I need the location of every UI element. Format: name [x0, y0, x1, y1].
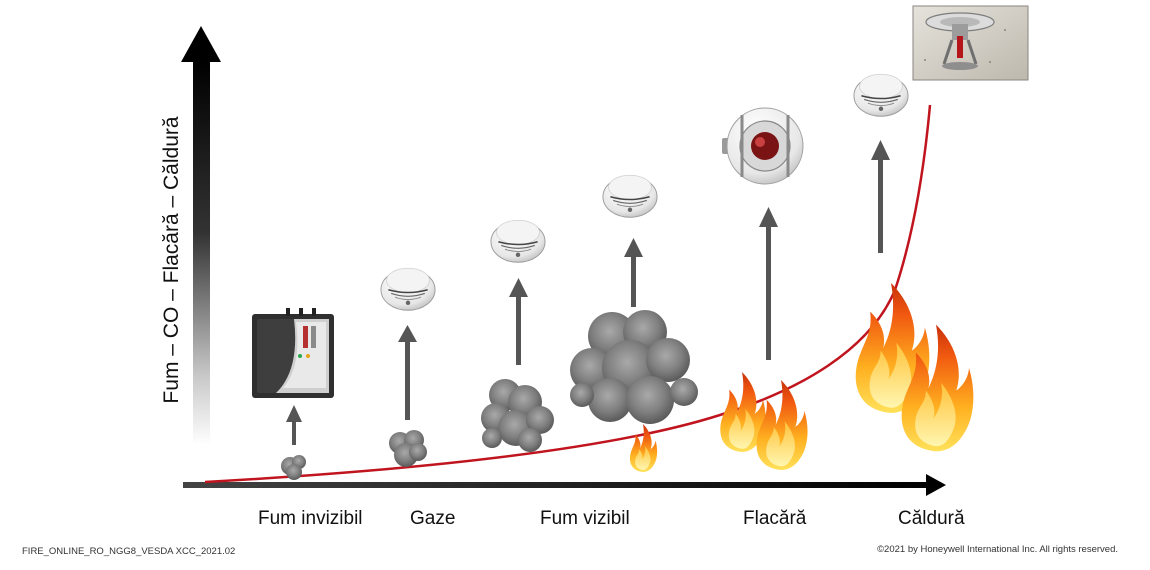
sprinkler-photo: [912, 5, 1029, 81]
y-axis-arrow: [181, 26, 221, 445]
document-code: FIRE_ONLINE_RO_NGG8_VESDA XCC_2021.02: [22, 546, 236, 557]
smoke-puff-small-icon: [281, 455, 306, 480]
smoke-cloud-medium-icon: [481, 379, 554, 452]
up-arrow-icon: [759, 207, 778, 360]
up-arrow-icon: [871, 140, 890, 253]
flame-medium-icon: [756, 380, 808, 470]
smoke-detector-icon: [380, 267, 436, 312]
flame-detector-icon: [722, 107, 804, 185]
fire-progression-curve: [204, 104, 932, 484]
up-arrow-icon: [624, 238, 643, 307]
stage-label-caldura: Căldură: [898, 508, 965, 529]
copyright-notice: ©2021 by Honeywell International Inc. Al…: [877, 544, 1118, 555]
stage-label-fum-invizibil: Fum invizibil: [258, 508, 363, 529]
smoke-puff-medium-icon: [389, 430, 427, 467]
heat-detector-icon: [853, 73, 909, 118]
smoke-cloud-large-icon: [570, 310, 698, 424]
x-axis-arrow: [183, 474, 946, 496]
y-axis-label: Fum – CO – Flacără – Căldură: [160, 116, 183, 404]
up-arrow-icon: [286, 405, 302, 445]
smoke-detector-icon: [602, 174, 658, 219]
up-arrow-icon: [398, 325, 417, 420]
stage-label-fum-vizibil: Fum vizibil: [540, 508, 630, 529]
aspirating-smoke-detector-icon: [252, 308, 334, 398]
stage-label-flacara: Flacără: [743, 508, 807, 529]
stage-label-gaze: Gaze: [410, 508, 456, 529]
up-arrow-icon: [509, 278, 528, 365]
smoke-detector-icon: [490, 219, 546, 264]
